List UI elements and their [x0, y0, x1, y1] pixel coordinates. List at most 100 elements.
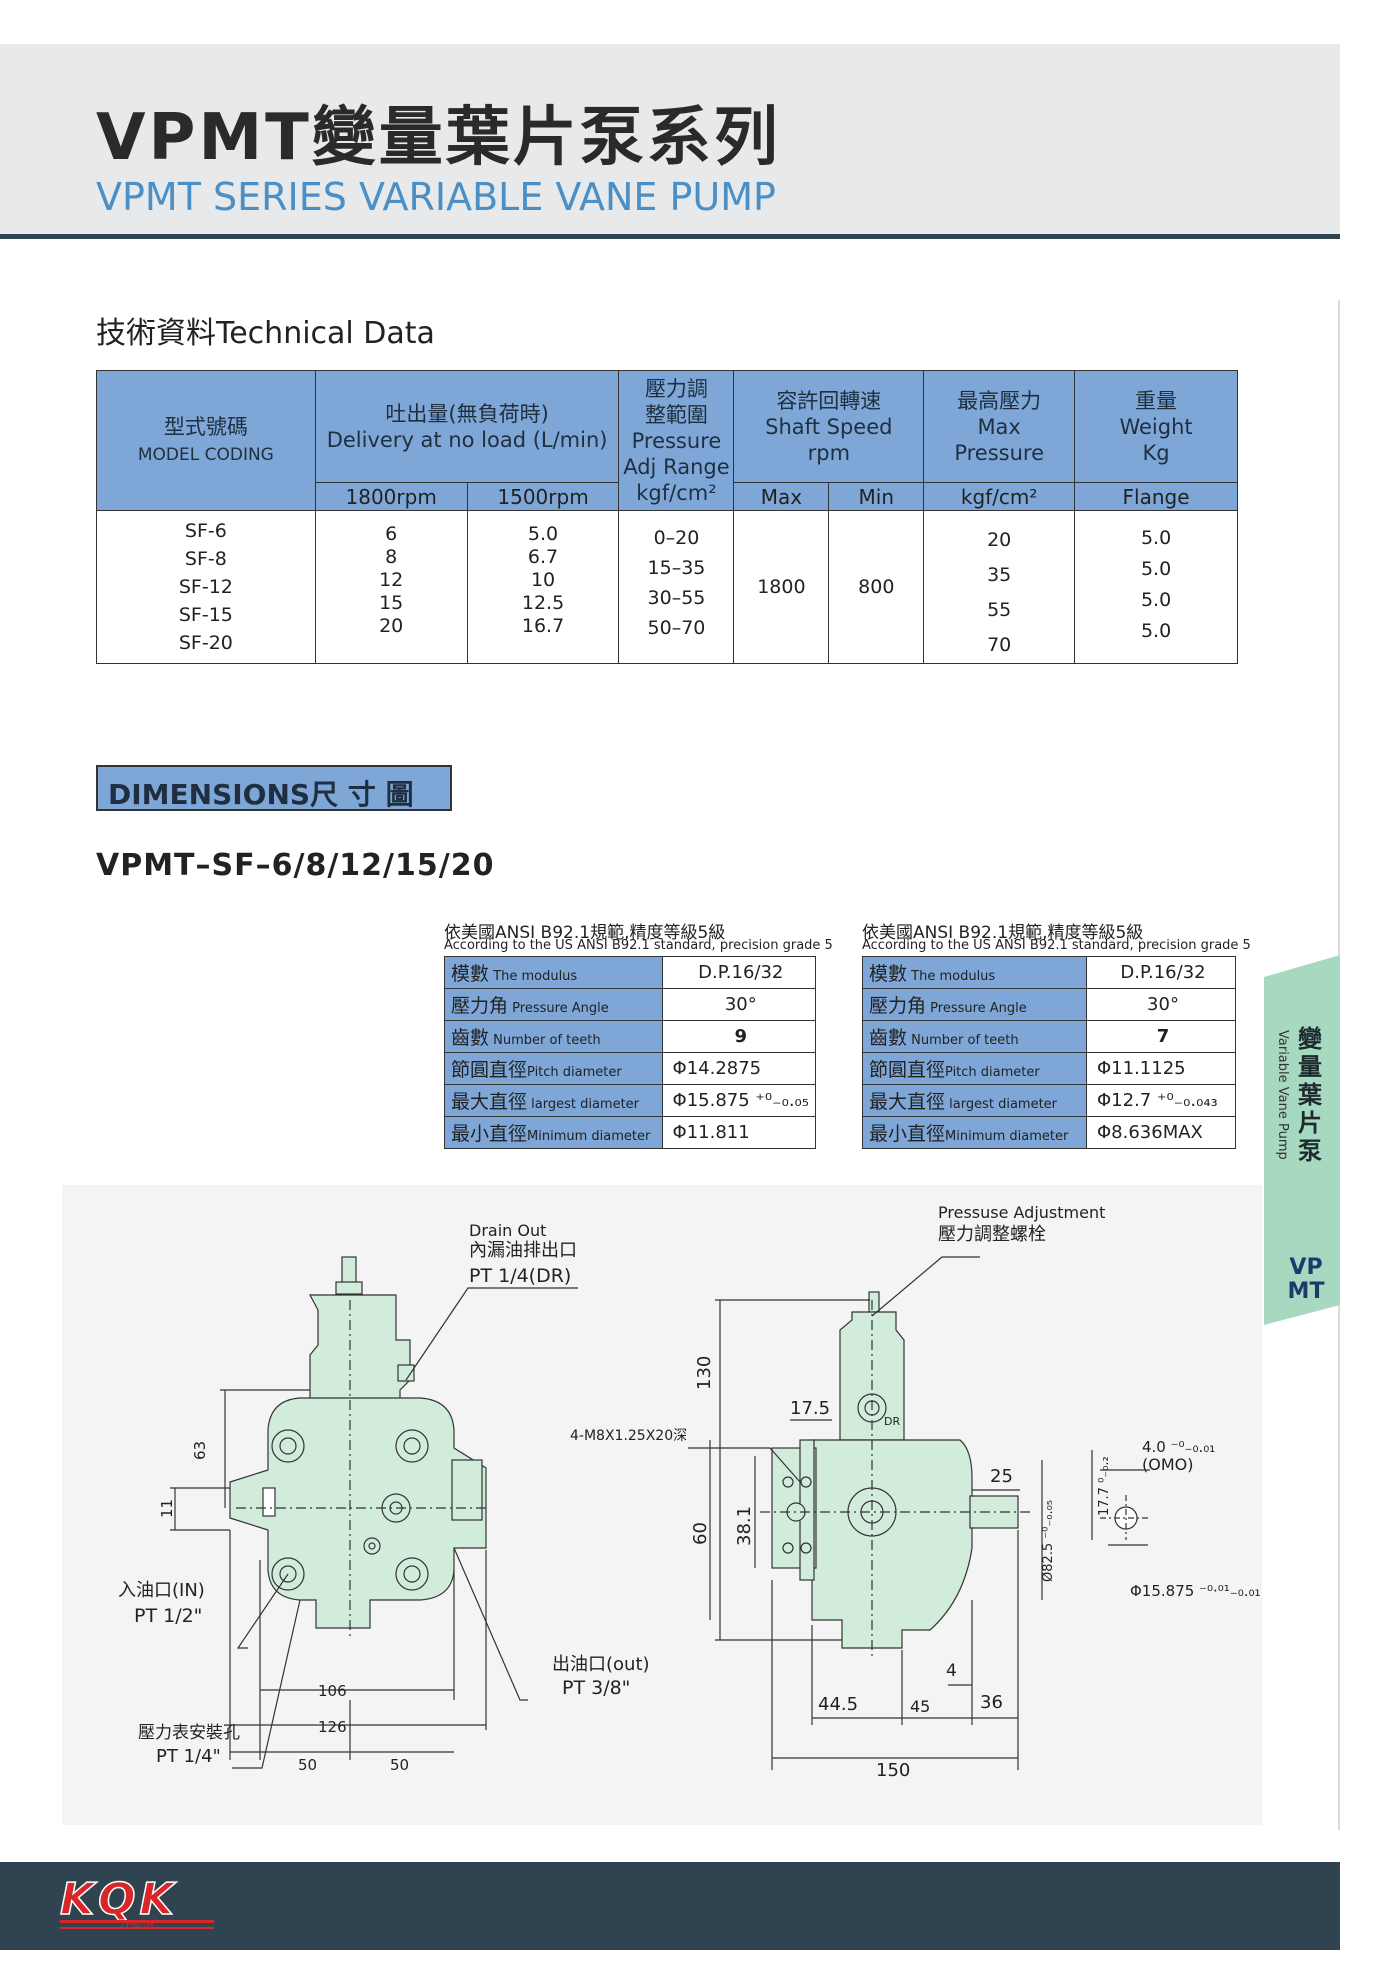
- adjust-label-en: Pressuse Adjustment: [938, 1203, 1105, 1222]
- gauge-label-pt: PT 1/4": [156, 1746, 221, 1767]
- dr-port-label: DR: [884, 1415, 900, 1428]
- dim-17-5: 17.5: [790, 1398, 830, 1419]
- header-band: [0, 44, 1340, 234]
- spec-right-caption-cn: 依美國ANSI B92.1規範,精度等級5級: [862, 923, 1144, 943]
- spec-left-key: 齒數 Number of teeth: [444, 1020, 663, 1053]
- dim-44-5: 44.5: [818, 1694, 858, 1715]
- header-weight-flange: Flange: [1074, 482, 1238, 511]
- page-title: VPMT變量葉片泵系列: [96, 101, 781, 175]
- dim-45: 45: [910, 1697, 930, 1716]
- dim-130: 130: [694, 1356, 715, 1390]
- header-rpm-1500: 1500rpm: [466, 482, 620, 511]
- side-tab-title-en: Variable Vane Pump: [1275, 1030, 1290, 1160]
- spec-right-key: 最大直徑 largest diameter: [862, 1084, 1087, 1117]
- footer-band: [0, 1862, 1340, 1950]
- spec-left-value: 30°: [661, 988, 817, 1021]
- cell-speed-min: 800: [828, 510, 925, 664]
- side-tab-category: [1264, 955, 1340, 1245]
- dim-150: 150: [876, 1760, 910, 1781]
- dim-4-0: 4.0 ⁻⁰₋₀.₀₁: [1142, 1438, 1215, 1456]
- spec-right-value: 30°: [1086, 988, 1236, 1021]
- side-code-line2: MT: [1287, 1279, 1325, 1304]
- spec-right-value: Φ11.1125: [1086, 1052, 1236, 1085]
- dim-25: 25: [990, 1466, 1013, 1487]
- spec-right-value: 7: [1086, 1020, 1236, 1053]
- dim-106: 106: [318, 1682, 347, 1700]
- spec-right-value: Φ12.7 ⁺⁰₋₀.₀₄₃: [1086, 1084, 1236, 1117]
- pump-side-view: [760, 1291, 1150, 1660]
- dim-omo: (OMO): [1142, 1455, 1193, 1474]
- gauge-label-cn: 壓力表安裝孔: [138, 1723, 240, 1743]
- inlet-label-pt: PT 1/2": [134, 1605, 202, 1627]
- dim-4: 4: [946, 1661, 957, 1681]
- kqk-logo: KQK ZENITH: [59, 1873, 214, 1931]
- header-rpm-1800: 1800rpm: [314, 482, 468, 511]
- spec-left-key: 模數 The modulus: [444, 956, 663, 989]
- dim-11: 11: [158, 1499, 176, 1518]
- header-speed-min: Min: [828, 482, 925, 511]
- spec-left-key: 壓力角 Pressure Angle: [444, 988, 663, 1021]
- dimensions-label: DIMENSIONS尺 寸 圖: [108, 778, 414, 811]
- inlet-label-cn: 入油口(IN): [118, 1580, 205, 1601]
- dim-126: 126: [318, 1718, 347, 1736]
- dim-17-7: 17.7 ⁰₋₀.₂: [1097, 1456, 1112, 1516]
- side-tab-code-label: VP MT: [1278, 1256, 1334, 1304]
- pump-front-view: [229, 1256, 490, 1640]
- dim-36: 36: [980, 1692, 1003, 1713]
- spec-right-key: 齒數 Number of teeth: [862, 1020, 1087, 1053]
- spec-right-key: 最小直徑Minimum diameter: [862, 1116, 1087, 1149]
- dim-50-left: 50: [298, 1756, 317, 1774]
- spec-left-caption-en: According to the US ANSI B92.1 standard,…: [444, 938, 833, 953]
- dim-63: 63: [191, 1441, 209, 1460]
- spec-left-value: D.P.16/32: [661, 956, 817, 989]
- dim-82-5: Ø82.5 ⁻⁰₋₀.₀₅: [1041, 1500, 1056, 1582]
- page-subtitle: VPMT SERIES VARIABLE VANE PUMP: [96, 175, 776, 219]
- dim-50-right: 50: [390, 1756, 409, 1774]
- cell-speed-max: 1800: [733, 510, 830, 664]
- drain-label-en: Drain Out: [469, 1221, 546, 1240]
- tech-data-heading: 技術資料Technical Data: [96, 316, 435, 351]
- pump-drawing: Drain Out 內漏油排出口 PT 1/4(DR) 入油口(IN) PT 1…: [118, 1203, 1260, 1781]
- logo-subtext: ZENITH: [120, 1921, 154, 1931]
- spec-right-value: Φ8.636MAX: [1086, 1116, 1236, 1149]
- spec-left-key: 節圓直徑Pitch diameter: [444, 1052, 663, 1085]
- spec-right-key: 壓力角 Pressure Angle: [862, 988, 1087, 1021]
- header-maxp-unit: kgf/cm²: [923, 482, 1076, 511]
- side-tab-title-cn: 變量葉片泵: [1298, 1025, 1322, 1165]
- drain-label-pt: PT 1/4(DR): [469, 1265, 571, 1287]
- bolt-spec: 4-M8X1.25X20深: [570, 1428, 687, 1444]
- spec-right-key: 模數 The modulus: [862, 956, 1087, 989]
- spec-right-key: 節圓直徑Pitch diameter: [862, 1052, 1087, 1085]
- spec-left-value: Φ15.875 ⁺⁰₋₀.₀₅: [661, 1084, 817, 1117]
- spec-left-key: 最大直徑 largest diameter: [444, 1084, 663, 1117]
- header-rule: [0, 234, 1340, 239]
- spec-right-caption-en: According to the US ANSI B92.1 standard,…: [862, 938, 1251, 953]
- outlet-label-pt: PT 3/8": [562, 1677, 630, 1699]
- drain-label-cn: 內漏油排出口: [469, 1240, 577, 1261]
- dimensions-label-box: [96, 765, 452, 811]
- side-code-line1: VP: [1289, 1255, 1323, 1280]
- dim-60: 60: [690, 1522, 711, 1545]
- spec-left-key: 最小直徑Minimum diameter: [444, 1116, 663, 1149]
- spec-left-value: Φ14.2875: [661, 1052, 817, 1085]
- dim-15-875: Φ15.875 ⁻⁰·⁰¹₋₀.₀₁₅: [1130, 1582, 1260, 1600]
- header-delivery: 吐出量(無負荷時)Delivery at no load (L/min): [314, 370, 620, 483]
- spec-left-value: 9: [661, 1020, 817, 1053]
- adjust-label-cn: 壓力調整螺栓: [938, 1224, 1046, 1245]
- outlet-label-cn: 出油口(out): [552, 1654, 650, 1675]
- spec-right-value: D.P.16/32: [1086, 956, 1236, 989]
